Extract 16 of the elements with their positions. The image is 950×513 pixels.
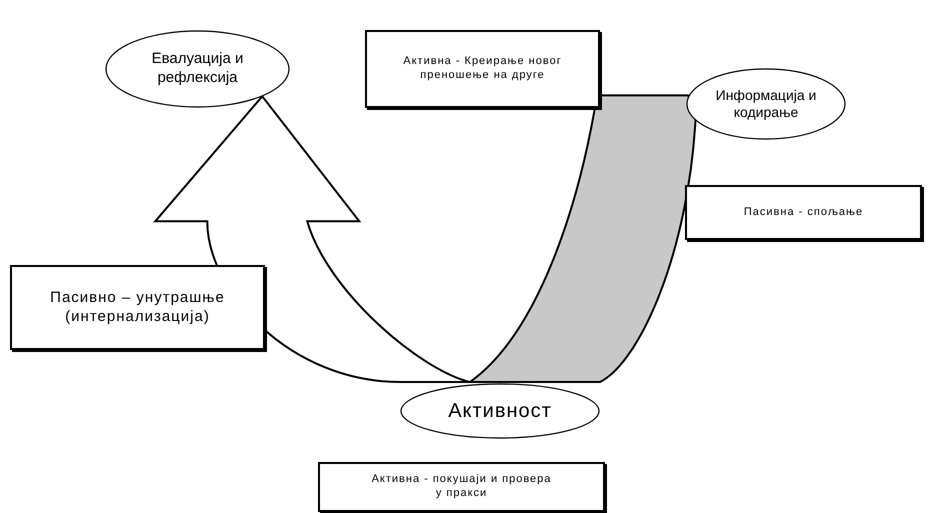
node-label: Евалуација и рефлексија xyxy=(150,50,244,88)
text-box xyxy=(10,265,265,350)
node-label: Активна - Креирање новог преношење на друге xyxy=(402,55,563,83)
ellipse-node xyxy=(105,30,290,108)
node-label: Активност xyxy=(448,398,552,424)
text-box xyxy=(685,185,922,240)
node-label: Пасивно – унутрашње (интернализација) xyxy=(49,288,226,326)
node-label: Пасивна - спољање xyxy=(742,206,864,220)
curved-block-arrow xyxy=(154,95,471,383)
node-label: Активна - покушаји и провера у пракси xyxy=(372,473,552,501)
text-box xyxy=(365,30,600,108)
ellipse-node xyxy=(686,68,846,140)
curved-band xyxy=(469,94,697,383)
node-label: Информација и кодирање xyxy=(714,86,818,122)
ellipse-node xyxy=(400,383,600,439)
text-box xyxy=(318,462,605,512)
